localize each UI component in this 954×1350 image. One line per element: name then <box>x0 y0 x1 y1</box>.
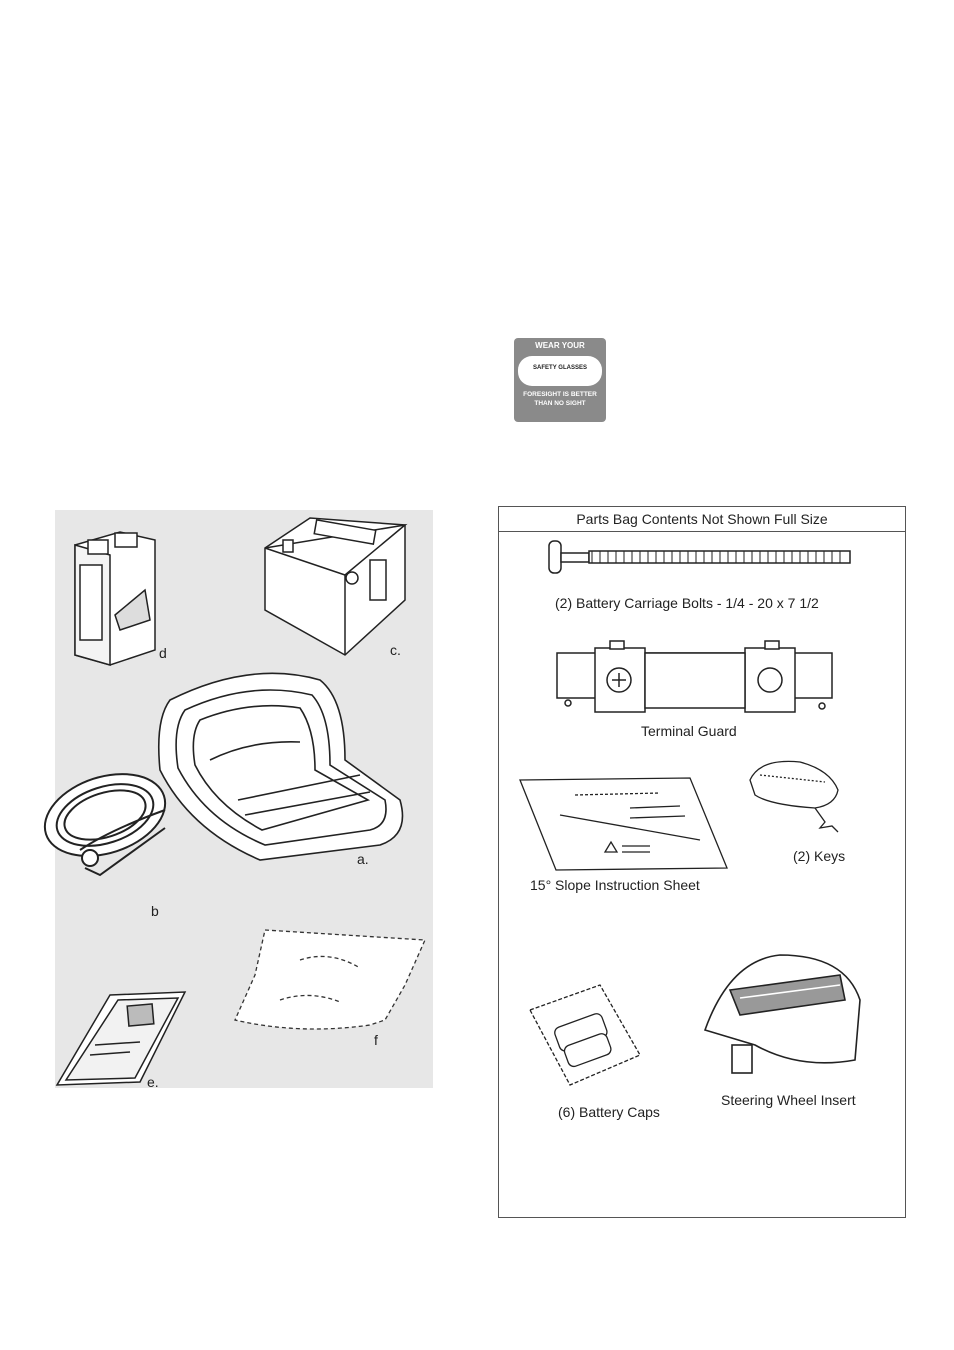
item-label-f: f <box>374 1032 378 1048</box>
parts-bag-title: Parts Bag Contents Not Shown Full Size <box>499 507 905 532</box>
slope-sheet-label: 15° Slope Instruction Sheet <box>530 877 700 893</box>
manual-e-drawing <box>57 992 185 1085</box>
bag-f-drawing <box>235 930 425 1029</box>
item-label-c: c. <box>390 642 401 658</box>
keys-label: (2) Keys <box>793 848 845 864</box>
carriage-bolts-label: (2) Battery Carriage Bolts - 1/4 - 20 x … <box>555 595 819 611</box>
battery-caps-label: (6) Battery Caps <box>558 1104 660 1120</box>
battery-c-drawing <box>265 518 405 655</box>
item-label-b: b <box>151 903 159 919</box>
steering-wheel-b-drawing <box>34 760 175 875</box>
steering-wheel-insert-label: Steering Wheel Insert <box>721 1092 856 1108</box>
item-label-d: d <box>159 645 167 661</box>
seat-a-drawing <box>159 673 403 860</box>
box-d-drawing <box>75 532 155 665</box>
item-label-a: a. <box>357 851 369 867</box>
item-label-e: e. <box>147 1074 159 1090</box>
terminal-guard-label: Terminal Guard <box>641 723 737 739</box>
